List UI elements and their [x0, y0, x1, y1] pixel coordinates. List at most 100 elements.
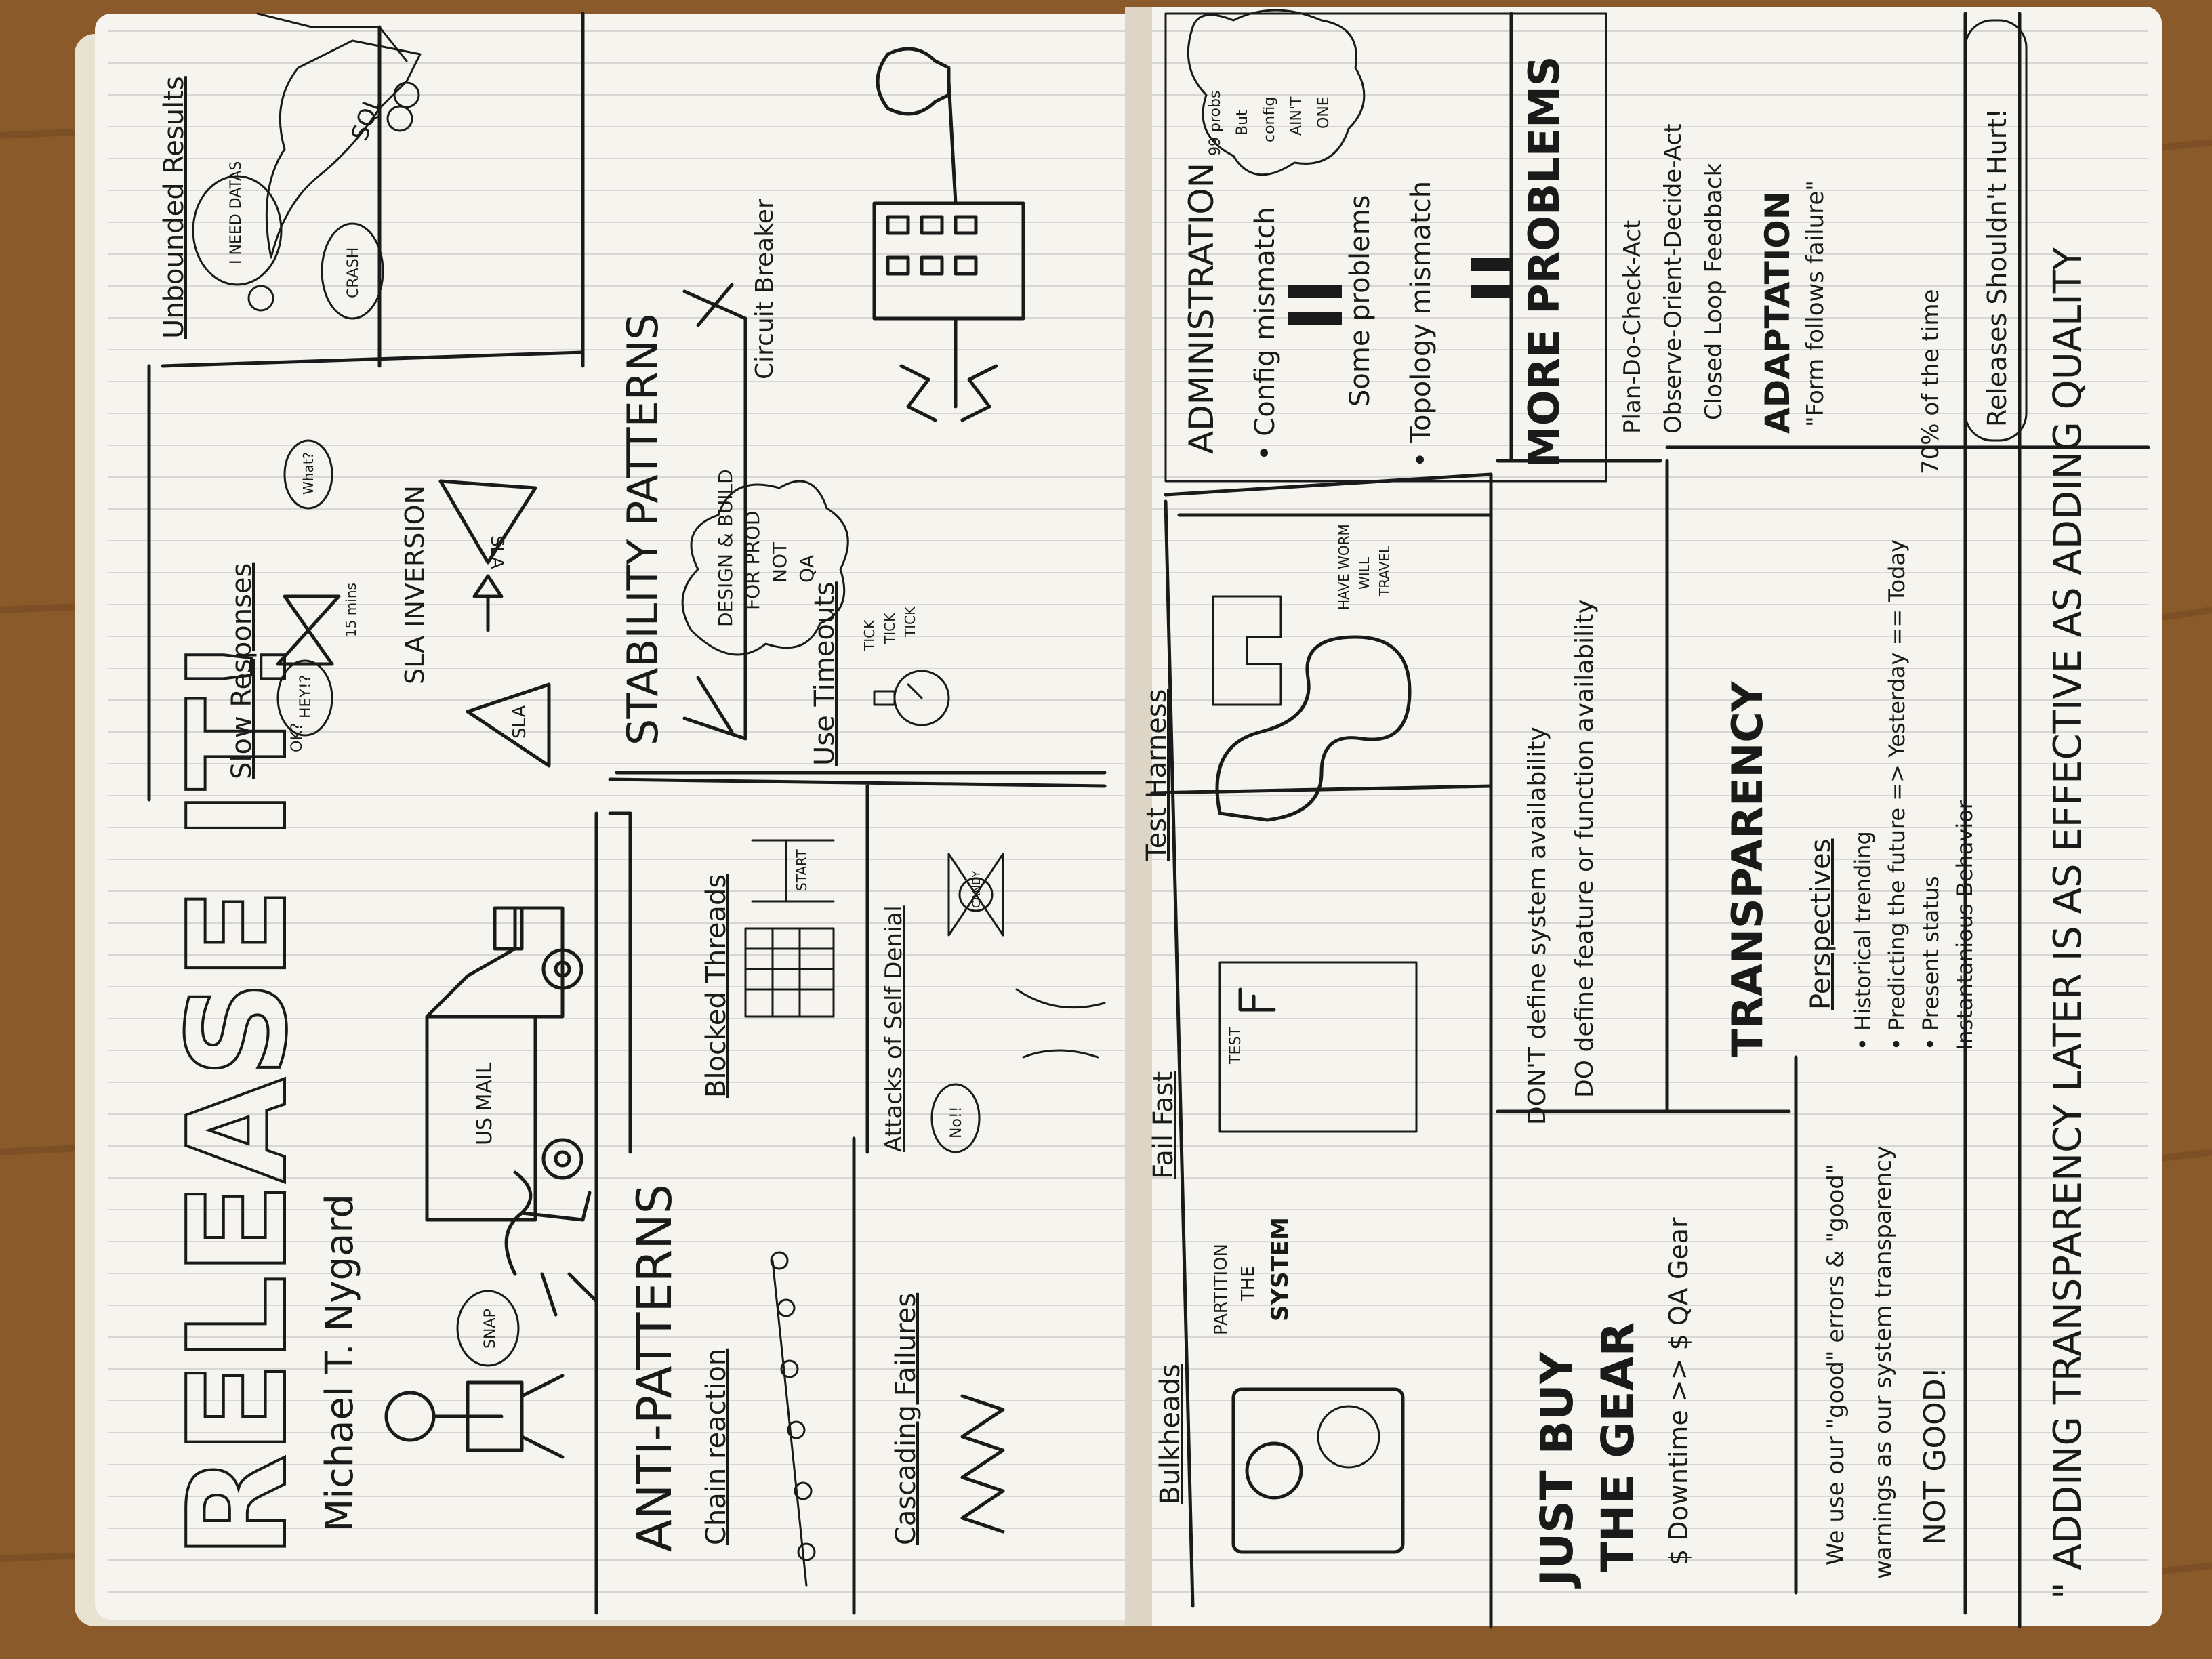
- mail-truck-label: US MAIL: [473, 1062, 497, 1145]
- stick-figure: [384, 1374, 565, 1459]
- closed-loop: Closed Loop Feedback: [1700, 163, 1727, 420]
- design-line-4: QA: [796, 555, 818, 583]
- releases-box: [1964, 19, 2028, 442]
- minutes-label: 15 mins: [343, 583, 359, 637]
- hourglass-drawing: [276, 594, 341, 666]
- sla-bottom-label: SLA: [510, 705, 530, 739]
- notebook-spine: [1125, 7, 1152, 1626]
- have-worm-3: TRAVEL: [1376, 545, 1393, 597]
- no-label: No!!: [948, 1106, 965, 1139]
- probs-5: ONE: [1315, 96, 1332, 129]
- probs-4: AIN'T: [1288, 96, 1305, 136]
- probs-2: But: [1234, 110, 1251, 136]
- ooda: Observe-Orient-Decide-Act: [1660, 124, 1687, 434]
- start-label: START: [794, 849, 810, 891]
- tick-3: TICK: [902, 606, 918, 638]
- the-gear: THE GEAR: [1592, 1322, 1644, 1572]
- test-paper: [1218, 961, 1418, 1133]
- author: Michael T. Nygard: [318, 1194, 362, 1532]
- mail-truck-drawing: [425, 906, 583, 1222]
- cascading-failures: Cascading Failures: [890, 1293, 922, 1545]
- blocked-threads-drawing: [744, 839, 835, 1018]
- candy-drawing: [947, 853, 1004, 937]
- what-bubble: [283, 439, 333, 510]
- test-label: TEST: [1227, 1027, 1244, 1065]
- partition-1: PARTITION: [1211, 1244, 1231, 1335]
- design-line-3: NOT: [769, 541, 791, 583]
- anti-patterns: ANTI-PATTERNS: [627, 1184, 682, 1552]
- topology-mismatch: • Topology mismatch: [1406, 181, 1437, 468]
- we-use: We use our "good" errors & "good": [1822, 1164, 1849, 1565]
- perspectives: Perspectives: [1805, 839, 1837, 1010]
- tick-2: TICK: [882, 613, 898, 644]
- need-datas-bubble: [192, 175, 283, 286]
- do-line: DO define feature or function availabili…: [1571, 599, 1599, 1098]
- sla-arrow: [472, 574, 504, 632]
- transparency: TRANSPARENCY: [1723, 680, 1772, 1057]
- sla-triangle-bottom: [466, 682, 551, 768]
- need-datas-label: I NEED DATAS: [228, 161, 245, 264]
- administration: ADMINISTRATION: [1182, 163, 1221, 454]
- what-label: What?: [300, 452, 316, 495]
- chain-reaction: Chain reaction: [701, 1349, 732, 1545]
- equals-sign-2b: [1471, 285, 1511, 298]
- equals-sign-1b: [1288, 312, 1342, 325]
- hey-bubble: [276, 659, 333, 737]
- worm-drawing: [1215, 635, 1412, 822]
- bulkheads: Bulkheads: [1155, 1364, 1186, 1504]
- no-bubble: [930, 1083, 981, 1153]
- design-line-1: DESIGN & BUILD: [714, 469, 737, 627]
- equals-sign-1: [1288, 285, 1342, 298]
- partition-2: THE: [1238, 1266, 1258, 1302]
- design-cloud: [681, 480, 849, 656]
- attacks-self-denial: Attacks of Self Denial: [880, 905, 907, 1152]
- slow-responses: Slow Responses: [226, 563, 258, 779]
- more-problems: MORE PROBLEMS: [1519, 56, 1569, 468]
- chain-reaction-drawing: [770, 1251, 816, 1587]
- candy-circle: [958, 877, 994, 912]
- grade-f: [1238, 987, 1276, 1012]
- ok-label: OK?: [289, 723, 306, 752]
- just-buy: JUST BUY: [1531, 1351, 1583, 1589]
- sla-top-label: SLA: [487, 535, 507, 569]
- smiley-face: [247, 285, 274, 312]
- probs-cloud: [1187, 9, 1366, 176]
- title: RELEASE IT!: [159, 636, 317, 1559]
- have-worm-2: WILL: [1356, 556, 1372, 590]
- tick-1: TICK: [861, 619, 878, 651]
- warnings: warnings as our system transparency: [1870, 1146, 1897, 1579]
- snap-label: SNAP: [482, 1309, 499, 1349]
- right-dividers: [1150, 12, 2150, 1629]
- hand-drawing: [1015, 988, 1106, 1059]
- partition-3: SYSTEM: [1267, 1217, 1294, 1322]
- predicting-future: • Predicting the future => Yesterday == …: [1884, 539, 1910, 1050]
- stopwatch-drawing: [873, 670, 950, 726]
- crash-label: CRASH: [345, 247, 362, 298]
- instantaneous-behavior: Instantanious Behavior: [1952, 800, 1978, 1050]
- cascade-zigzag: [960, 1394, 1005, 1534]
- bridge-drawing: [682, 283, 747, 741]
- plan-do: Plan-Do-Check-Act: [1619, 220, 1646, 434]
- probs-3: config: [1261, 97, 1278, 142]
- have-worm-1: HAVE WORM: [1336, 524, 1352, 610]
- administration-box: [1164, 12, 1607, 483]
- not-good: NOT GOOD!: [1918, 1367, 1952, 1545]
- unbounded-results: Unbounded Results: [159, 76, 190, 339]
- safe-drawing: [1231, 1387, 1405, 1554]
- snap-bubble: [456, 1290, 520, 1367]
- mountain-drawing: [256, 12, 422, 259]
- sla-inversion: SLA INVERSION: [400, 485, 430, 684]
- candy-label: CANDY: [970, 870, 983, 908]
- blocked-threads: Blocked Threads: [701, 874, 732, 1098]
- fail-fast: Fail Fast: [1148, 1071, 1179, 1179]
- config-mismatch: • Config mismatch: [1250, 207, 1281, 461]
- adaptation: ADAPTATION: [1758, 191, 1797, 434]
- test-harness: Test Harness: [1141, 689, 1172, 861]
- dont-line: DON'T define system availability: [1523, 726, 1551, 1125]
- probs-1: 99 probs: [1207, 91, 1224, 156]
- some-problems: Some problems: [1345, 195, 1376, 407]
- left-dividers: [147, 12, 1107, 1615]
- adding-transparency: " ADDING TRANSPARENCY LATER IS AS EFFECT…: [2046, 247, 2090, 1599]
- circuit-breaker: Circuit Breaker: [751, 199, 779, 380]
- hey-label: HEY!?: [298, 675, 314, 718]
